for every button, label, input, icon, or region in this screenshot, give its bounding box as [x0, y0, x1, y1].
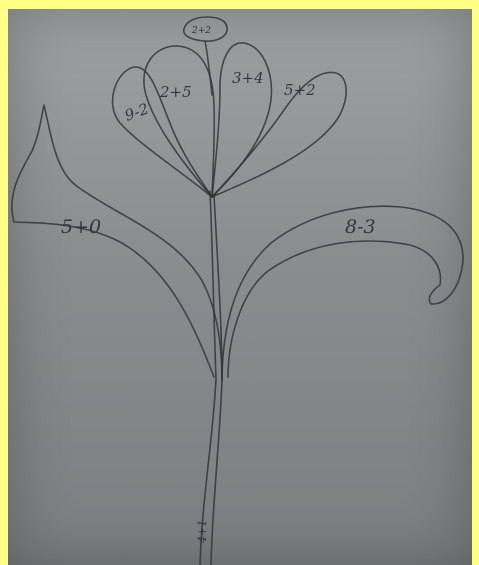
petal-left-outline [143, 45, 216, 198]
left-leaf-outline [11, 104, 223, 382]
right-leaf-label: 8-3 [345, 216, 376, 238]
flower-drawing: 2+2 9-2 2+5 3+4 5+2 5+0 8-3 4+1 [11, 16, 464, 565]
top-bud-outline [182, 16, 228, 42]
petal-right-outline [211, 42, 273, 198]
right-leaf-outline [221, 205, 464, 378]
paper-photo: 2+2 9-2 2+5 3+4 5+2 5+0 8-3 4+1 [8, 9, 472, 565]
petal-far-left-outline [111, 66, 213, 198]
stem-outline-left [199, 190, 217, 565]
petal-right-label: 3+4 [232, 69, 264, 87]
petal-far-right-label: 5+2 [284, 81, 316, 99]
top-bud-label: 2+2 [191, 26, 211, 36]
petal-far-right-outline [211, 71, 347, 198]
stem-label: 4+1 [196, 520, 209, 544]
petal-far-left-label: 9-2 [122, 100, 151, 125]
petal-left-label: 2+5 [159, 83, 192, 101]
bud-stem [204, 40, 213, 96]
left-leaf-label: 5+0 [61, 216, 101, 238]
